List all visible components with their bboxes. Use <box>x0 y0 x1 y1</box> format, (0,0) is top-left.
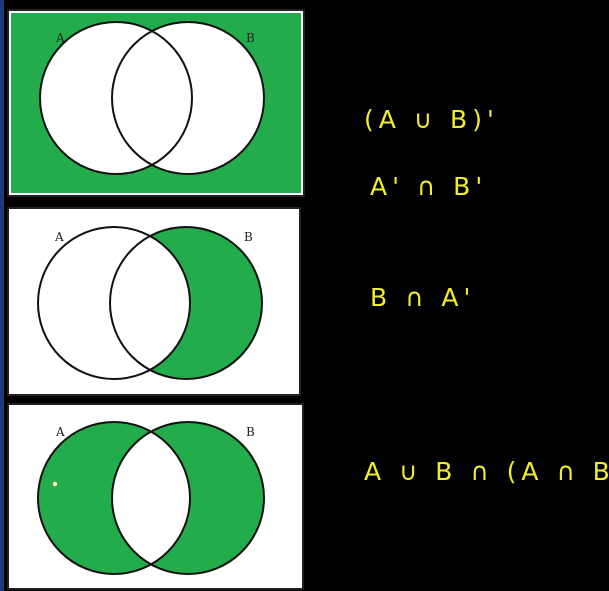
pen-marker-dot <box>52 481 58 487</box>
set-b-label: B <box>244 230 253 244</box>
notation-1-2: A' ∩ B' <box>370 172 487 201</box>
set-a-label: A <box>55 31 65 45</box>
set-a-outline <box>37 226 191 380</box>
intersection-region <box>112 422 190 574</box>
set-b-outline <box>109 226 263 380</box>
set-b-label: B <box>246 425 255 439</box>
left-edge-strip <box>0 0 4 591</box>
set-b-outline <box>111 421 265 575</box>
set-a-label: A <box>55 425 65 439</box>
set-a-region <box>38 227 190 379</box>
set-b-outline <box>111 21 265 175</box>
set-a-outline <box>37 421 191 575</box>
notation-2-1: B ∩ A' <box>370 283 475 312</box>
set-a-label: A <box>54 230 64 244</box>
notation-1-1: (A ∪ B)' <box>364 105 499 134</box>
set-b-region <box>112 22 264 174</box>
set-b-label: B <box>246 31 255 45</box>
set-a-outline <box>39 21 193 175</box>
notation-3-1: A ∪ B ∩ (A ∩ B)' <box>364 457 609 486</box>
